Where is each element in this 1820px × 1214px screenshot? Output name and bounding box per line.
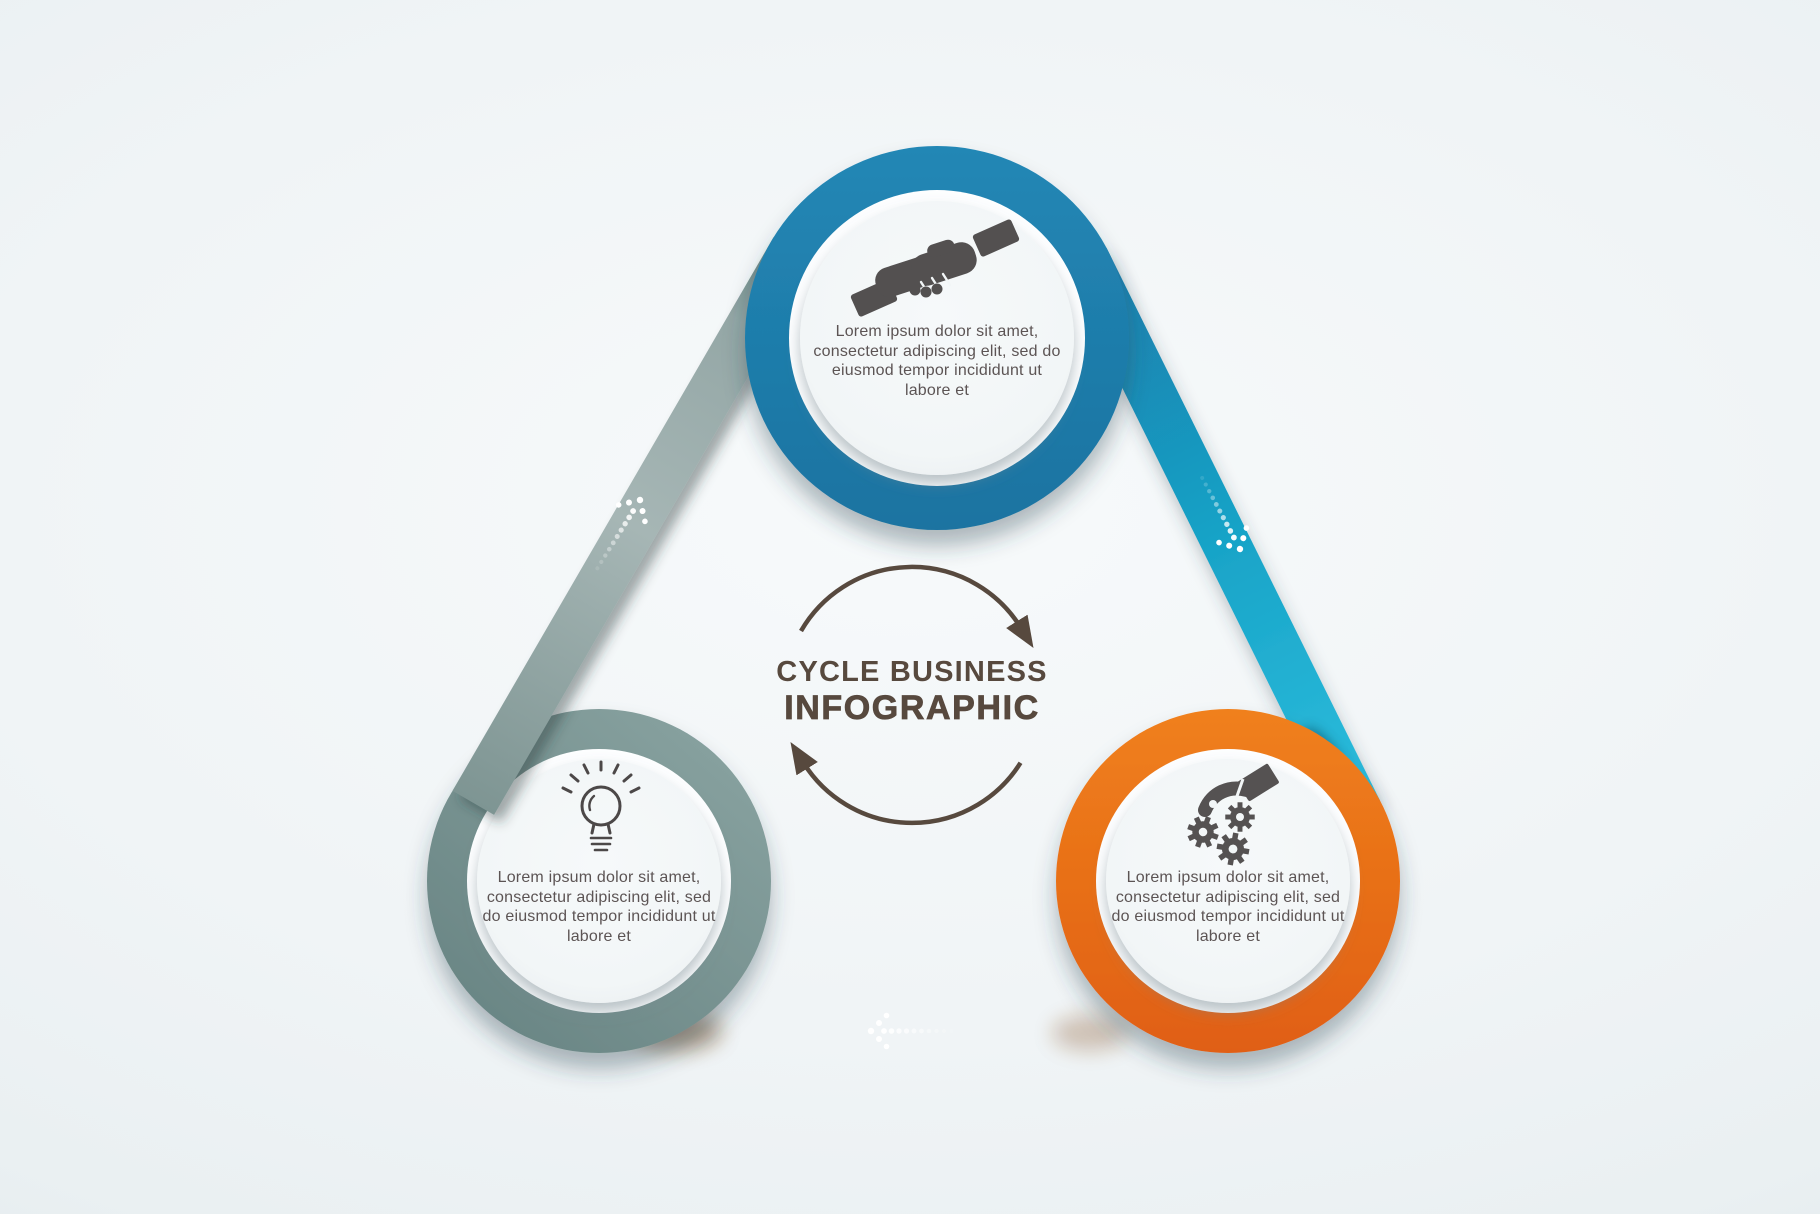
node-right-text: Lorem ipsum dolor sit amet, consectetur …: [1111, 869, 1345, 945]
lightbulb-icon: [561, 760, 641, 852]
band-shadow: [1052, 1015, 1128, 1051]
cycle-arrow-top-icon: [799, 564, 1034, 649]
hand-gears-icon: [1182, 763, 1279, 868]
node-left-text: Lorem ipsum dolor sit amet, consectetur …: [482, 869, 716, 945]
node-top-text: Lorem ipsum dolor sit amet, consectetur …: [813, 323, 1061, 399]
handshake-icon: [850, 219, 1020, 317]
title-line-2: INFOGRAPHIC: [784, 689, 1040, 728]
node-top: [745, 146, 1129, 530]
cycle-arrows: [790, 564, 1034, 826]
node-left: [427, 709, 771, 1053]
node-right: [1056, 709, 1400, 1053]
band-right: [1063, 247, 1381, 822]
node-top-content: [800, 201, 1074, 475]
band-left: [452, 237, 816, 815]
node-right-content: [1106, 759, 1350, 1003]
node-left-content: [477, 759, 721, 1003]
cycle-arrow-bottom-icon: [790, 741, 1023, 826]
title-line-1: CYCLE BUSINESS: [776, 656, 1048, 688]
center-title: CYCLE BUSINESS INFOGRAPHIC: [712, 656, 1112, 727]
